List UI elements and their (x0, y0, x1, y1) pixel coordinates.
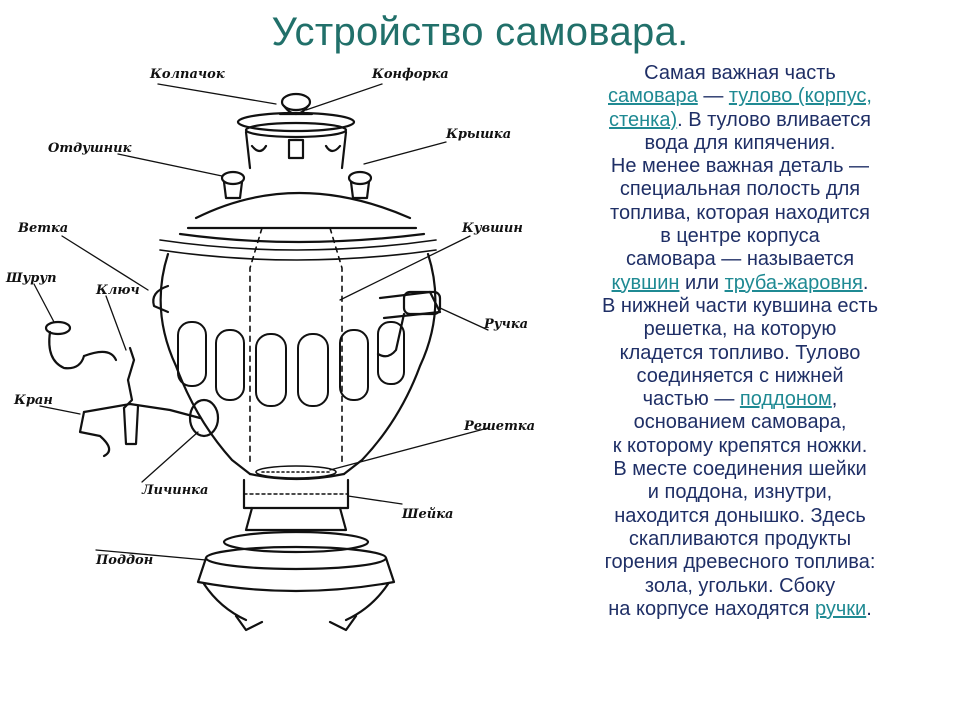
label-otdushnik: Отдушник (48, 141, 132, 156)
text-line: горения древесного топлива: (604, 551, 876, 574)
link-stenka[interactable]: стенка) (609, 108, 678, 131)
link-truba-zharovnya[interactable]: труба-жаровня (724, 271, 863, 294)
beaded-rim (159, 239, 437, 261)
link-kuvshin[interactable]: кувшин (611, 271, 680, 294)
neck (242, 478, 350, 532)
chimney (249, 227, 343, 465)
label-kran: Кран (13, 393, 53, 408)
label-poddon: Поддон (95, 553, 153, 568)
grate (255, 465, 337, 479)
text-line: частью — поддоном, (642, 388, 838, 411)
label-kryshka: Крышка (445, 127, 511, 142)
text-line: соединяется с нижней (636, 364, 844, 387)
branch-left (44, 284, 170, 370)
label-klyuch: Ключ (95, 283, 140, 298)
label-kolpachok: Колпачок (149, 67, 225, 82)
slide-title: Устройство самовара. (271, 10, 689, 54)
crown (236, 111, 356, 170)
link-tulovo[interactable]: тулово (корпус, (728, 85, 872, 108)
vent-right (347, 170, 373, 200)
text-line: находится донышко. Здесь (614, 504, 866, 527)
label-sheyka: Шейка (401, 507, 453, 522)
text-line: и поддона, изнутри, (647, 481, 833, 504)
text-line: основанием самовара, (633, 411, 847, 434)
text-line: В нижней части кувшина есть (601, 294, 879, 317)
tap (78, 346, 202, 458)
text-line: стенка). В тулово вливается (609, 108, 871, 131)
cap-knob (278, 92, 314, 116)
leader-lines (33, 83, 489, 561)
link-ruchki[interactable]: ручки (814, 597, 867, 620)
label-kuvshin: Кувшин (461, 221, 523, 236)
label-konforka: Конфорка (371, 67, 449, 82)
text-line: в центре корпуса (660, 225, 820, 248)
base (196, 530, 396, 632)
label-shurup: Шуруп (5, 271, 57, 286)
text-line: топлива, которая находится (610, 201, 870, 224)
label-ruchka: Ручка (483, 317, 528, 332)
text-line: зола, угольки. Сбоку (644, 574, 836, 597)
text-line: В месте соединения шейки (613, 458, 867, 481)
link-samovar[interactable]: самовара (608, 85, 698, 108)
samovar-diagram: Колпачок Конфорка Отдушник Крышка Ветка … (5, 67, 535, 632)
handle-right (376, 290, 442, 358)
text-line: на корпусе находятся ручки. (608, 597, 872, 620)
text-line: Самая важная часть (644, 62, 836, 84)
text-line: кувшин или труба-жаровня. (611, 271, 869, 294)
link-poddon[interactable]: поддоном (739, 388, 832, 411)
text-line: скапливаются продукты (628, 527, 852, 550)
vent-left (220, 170, 246, 200)
lichinka-plate (188, 398, 220, 438)
text-line: специальная полость для (619, 178, 861, 201)
label-lichinka: Личинка (141, 483, 208, 498)
label-reshetka: Решетка (463, 419, 535, 434)
body-panels (177, 321, 405, 407)
text-line: кладется топливо. Тулово (619, 341, 861, 364)
lid (178, 191, 426, 244)
description-text: Самая важная часть самовара — тулово (ко… (552, 62, 928, 621)
label-vetka: Ветка (17, 221, 68, 236)
text-line: к которому крепятся ножки. (612, 434, 868, 457)
text-line: вода для кипячения. (644, 131, 836, 154)
text-line: самовара — называется (625, 248, 855, 271)
text-line: решетка, на которую (643, 318, 837, 341)
text-line: самовара — тулово (корпус, (608, 85, 872, 108)
text-line: Не менее важная деталь — (610, 155, 870, 178)
